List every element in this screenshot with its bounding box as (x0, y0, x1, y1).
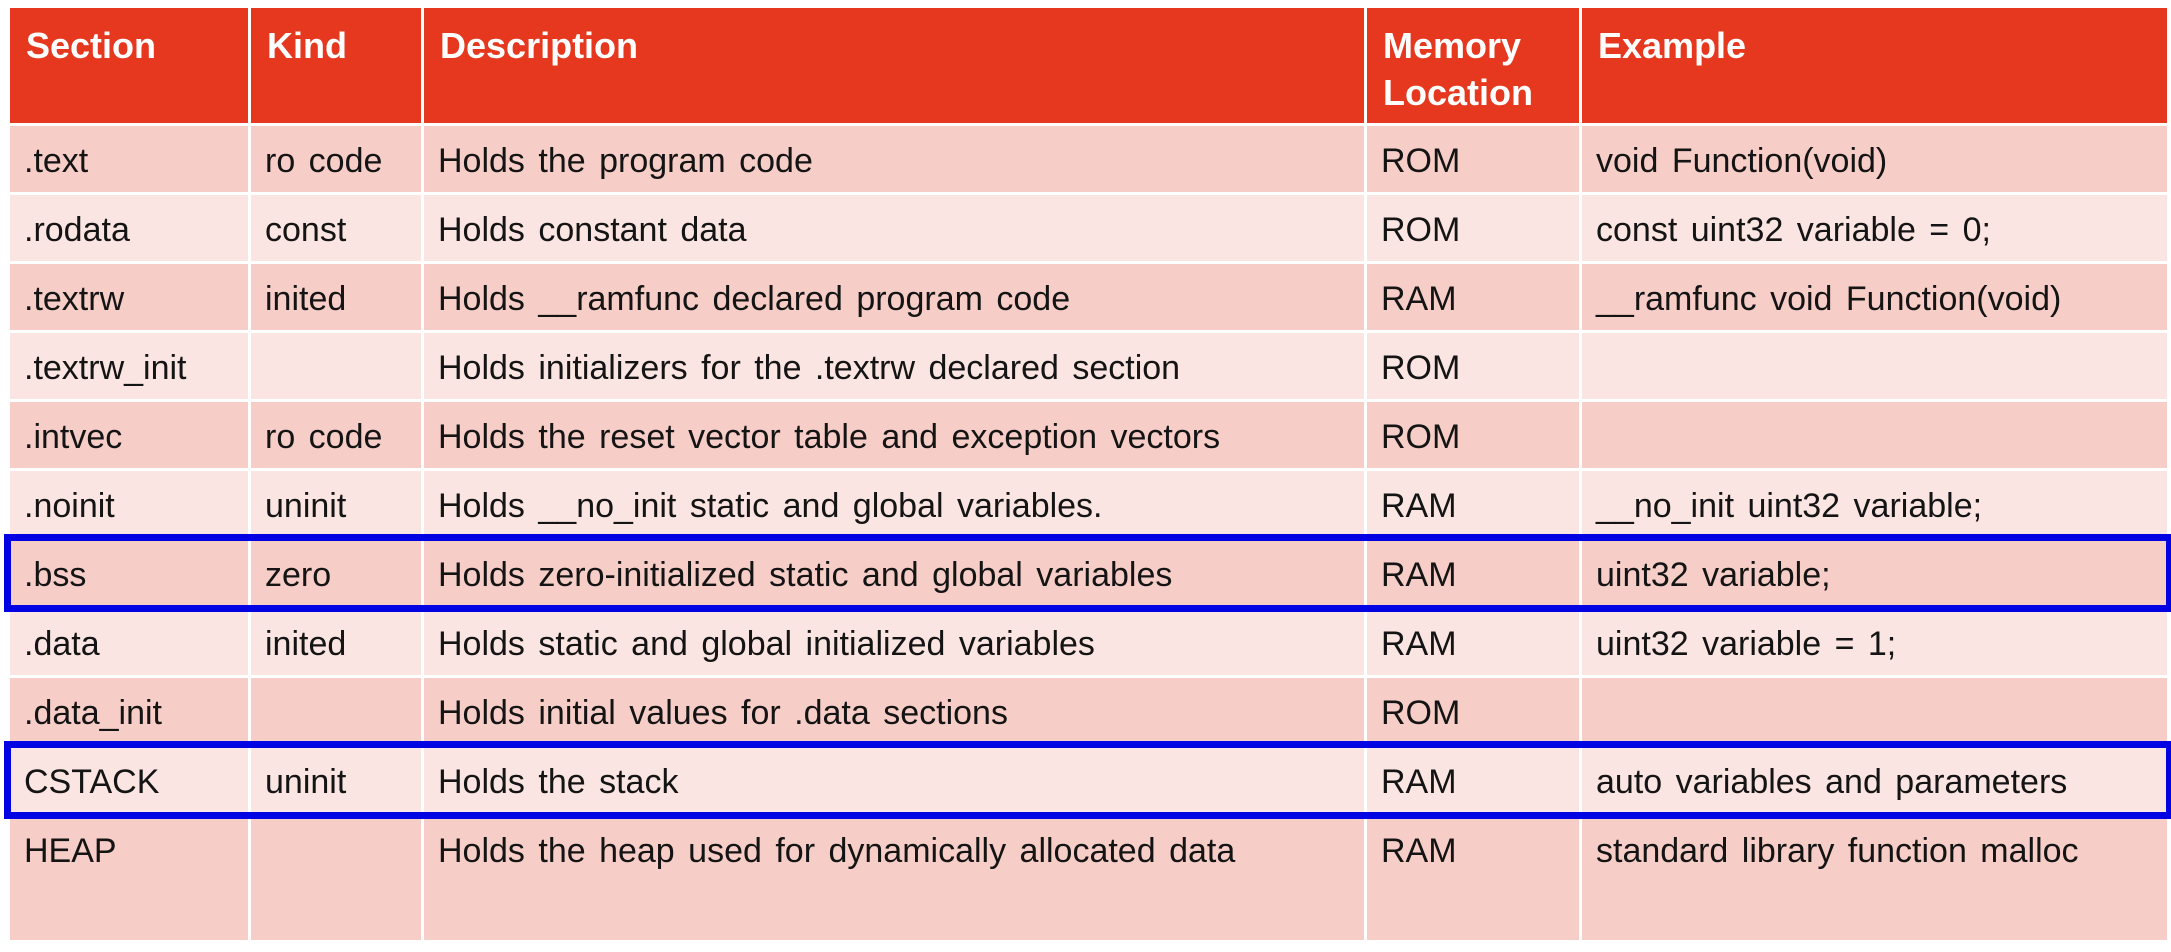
cell-description: Holds the program code (424, 125, 1364, 192)
cell-example: __no_init uint32 variable; (1582, 470, 2167, 537)
cell-kind: inited (251, 608, 421, 675)
cell-section: .text (10, 125, 248, 192)
cell-memory-location: RAM (1367, 815, 1579, 940)
cell-description: Holds initial values for .data sections (424, 677, 1364, 744)
table-row: .text ro code Holds the program code ROM… (10, 125, 2167, 192)
cell-example: void Function(void) (1582, 125, 2167, 192)
cell-section: .intvec (10, 401, 248, 468)
cell-memory-location: RAM (1367, 746, 1579, 813)
cell-memory-location: RAM (1367, 539, 1579, 606)
cell-section: .data_init (10, 677, 248, 744)
cell-example: const uint32 variable = 0; (1582, 194, 2167, 261)
cell-kind (251, 677, 421, 744)
table-row: HEAP Holds the heap used for dynamically… (10, 815, 2167, 940)
cell-description: Holds __ramfunc declared program code (424, 263, 1364, 330)
cell-description: Holds static and global initialized vari… (424, 608, 1364, 675)
table-header-row: Section Kind Description Memory Location… (10, 8, 2167, 123)
cell-description: Holds zero-initialized static and global… (424, 539, 1364, 606)
cell-example (1582, 677, 2167, 744)
cell-example: __ramfunc void Function(void) (1582, 263, 2167, 330)
cell-kind (251, 332, 421, 399)
cell-kind: uninit (251, 746, 421, 813)
cell-kind: ro code (251, 125, 421, 192)
cell-example (1582, 332, 2167, 399)
cell-description: Holds the heap used for dynamically allo… (424, 815, 1364, 940)
table-row: .textrw_init Holds initializers for the … (10, 332, 2167, 399)
cell-kind: ro code (251, 401, 421, 468)
cell-example: uint32 variable = 1; (1582, 608, 2167, 675)
column-header-example: Example (1582, 8, 2167, 123)
cell-section: HEAP (10, 815, 248, 940)
table-row: .data_init Holds initial values for .dat… (10, 677, 2167, 744)
cell-kind: const (251, 194, 421, 261)
column-header-description: Description (424, 8, 1364, 123)
table-row: .rodata const Holds constant data ROM co… (10, 194, 2167, 261)
table-row: .noinit uninit Holds __no_init static an… (10, 470, 2167, 537)
cell-section: .textrw_init (10, 332, 248, 399)
cell-description: Holds __no_init static and global variab… (424, 470, 1364, 537)
linker-sections-table: Section Kind Description Memory Location… (4, 8, 2171, 940)
cell-section: .noinit (10, 470, 248, 537)
table-row: .textrw inited Holds __ramfunc declared … (10, 263, 2167, 330)
table-row: CSTACK uninit Holds the stack RAM auto v… (4, 740, 2171, 819)
cell-description: Holds initializers for the .textrw decla… (424, 332, 1364, 399)
cell-kind (251, 815, 421, 940)
cell-memory-location: RAM (1367, 608, 1579, 675)
cell-section: .bss (10, 539, 248, 606)
column-header-kind: Kind (251, 8, 421, 123)
table-row: .data inited Holds static and global ini… (10, 608, 2167, 675)
table-row: .bss zero Holds zero-initialized static … (4, 533, 2171, 612)
cell-section: .data (10, 608, 248, 675)
column-header-section: Section (10, 8, 248, 123)
cell-memory-location: ROM (1367, 125, 1579, 192)
cell-example: standard library function malloc (1582, 815, 2167, 940)
cell-description: Holds the stack (424, 746, 1364, 813)
cell-memory-location: RAM (1367, 263, 1579, 330)
cell-memory-location: ROM (1367, 332, 1579, 399)
cell-memory-location: ROM (1367, 677, 1579, 744)
table-body: .text ro code Holds the program code ROM… (4, 125, 2171, 940)
cell-section: CSTACK (10, 746, 248, 813)
cell-description: Holds the reset vector table and excepti… (424, 401, 1364, 468)
cell-kind: uninit (251, 470, 421, 537)
cell-description: Holds constant data (424, 194, 1364, 261)
cell-section: .rodata (10, 194, 248, 261)
table-row: .intvec ro code Holds the reset vector t… (10, 401, 2167, 468)
cell-memory-location: ROM (1367, 401, 1579, 468)
cell-memory-location: RAM (1367, 470, 1579, 537)
column-header-memory-location: Memory Location (1367, 8, 1579, 123)
cell-memory-location: ROM (1367, 194, 1579, 261)
cell-kind: inited (251, 263, 421, 330)
cell-example: auto variables and parameters (1582, 746, 2167, 813)
cell-example: uint32 variable; (1582, 539, 2167, 606)
cell-kind: zero (251, 539, 421, 606)
cell-section: .textrw (10, 263, 248, 330)
cell-example (1582, 401, 2167, 468)
